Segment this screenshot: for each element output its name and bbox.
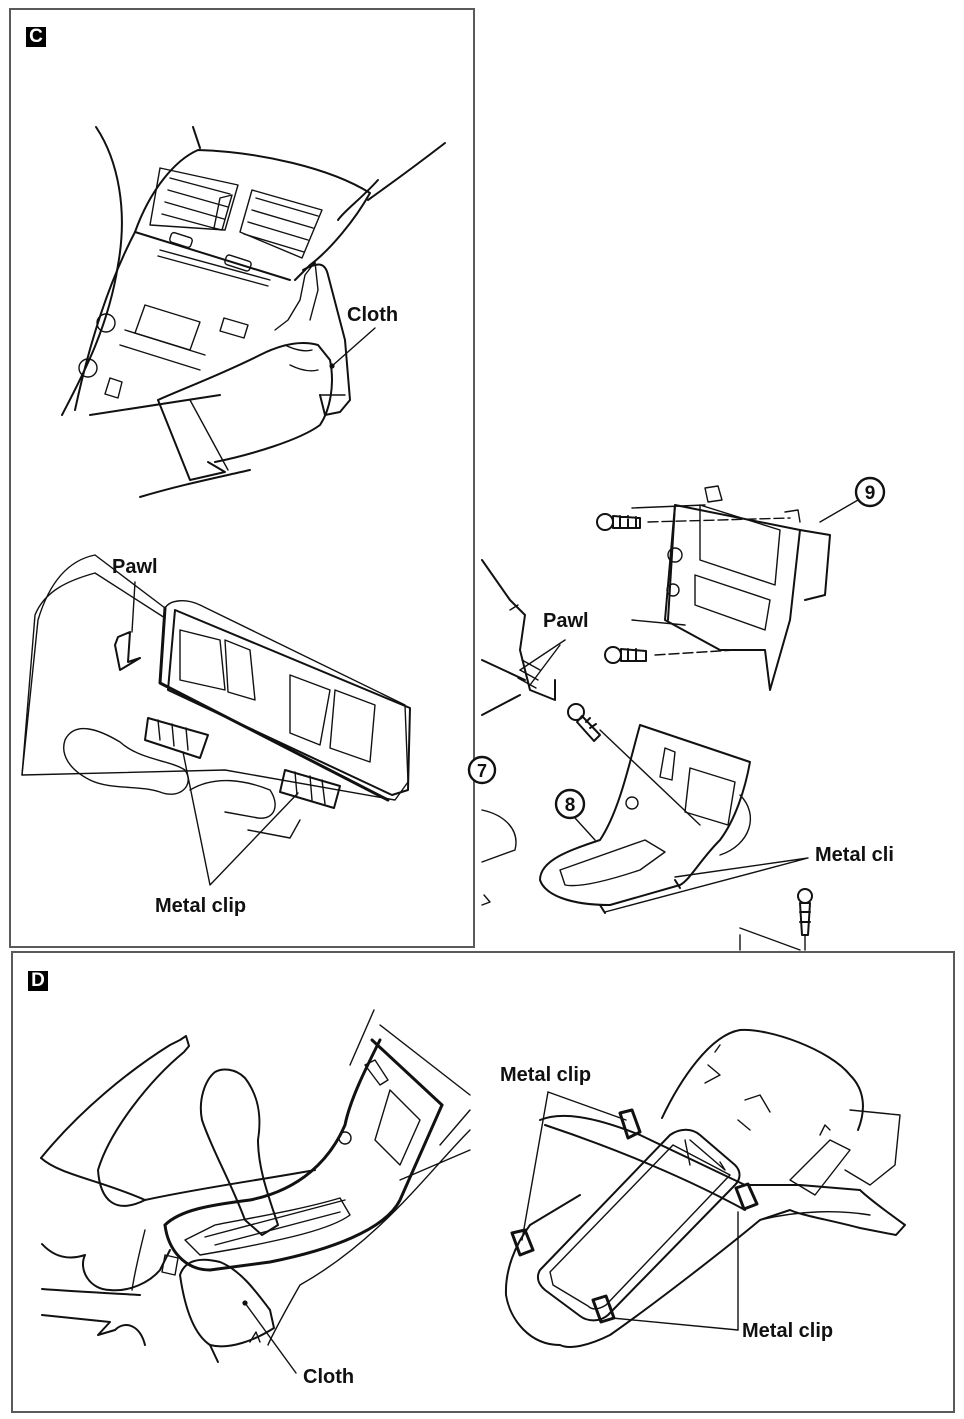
svg-text:9: 9 (865, 483, 876, 504)
panel-d-badge: D (28, 971, 48, 991)
metal-clip-leader-exploded (604, 857, 809, 913)
callout-8: 8 (554, 788, 596, 841)
panel-d-frame (11, 951, 955, 1413)
pawl-leader-exploded-a (519, 639, 566, 671)
label-pawl-exploded: Pawl (543, 610, 589, 632)
label-metal-clip-c: Metal clip (155, 895, 247, 917)
svg-text:7: 7 (477, 761, 487, 781)
label-metal-clip-d-bottom: Metal clip (742, 1320, 834, 1342)
label-pawl-c: Pawl (112, 556, 158, 578)
svg-text:8: 8 (565, 795, 576, 816)
pawl-leader-exploded-b (529, 644, 561, 686)
exploded-view-illustration (481, 485, 831, 951)
label-metal-clip-exploded: Metal cli (815, 844, 894, 866)
panel-c-frame (9, 8, 475, 948)
callout-9: 9 (819, 476, 886, 523)
label-metal-clip-d-top: Metal clip (500, 1064, 592, 1086)
panel-c-badge: C (26, 27, 46, 47)
label-cloth-d: Cloth (303, 1366, 355, 1388)
label-cloth-c: Cloth (347, 304, 399, 326)
